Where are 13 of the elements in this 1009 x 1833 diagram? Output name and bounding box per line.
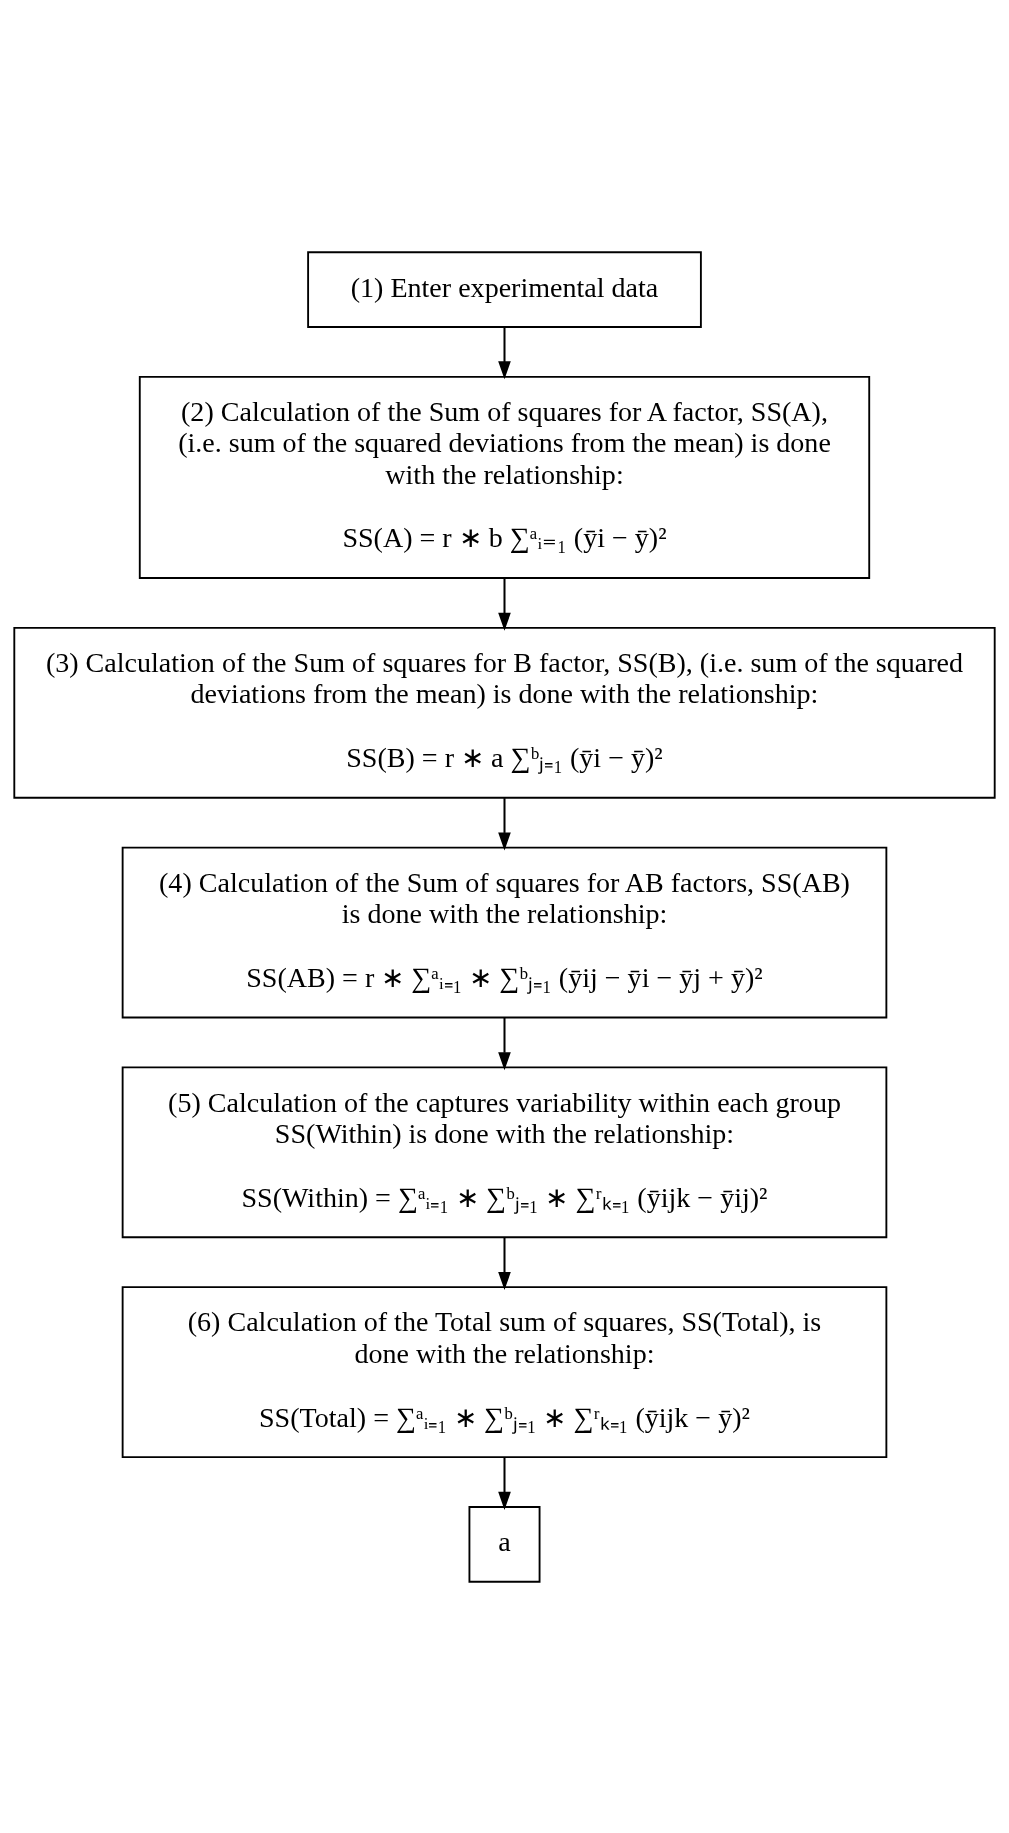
- arrow: [498, 577, 511, 631]
- node-box: (5) Calculation of the captures variability within each group SS(Within) is done with the relationship: SS(Within) = ∑ᵃᵢ₌₁ ∗ ∑ᵇⱼ₌₁ ∗ ∑ʳₖ₌₁ (ȳijk − ȳij)²: [121, 1065, 888, 1238]
- node-box: (1) Enter experimental data: [307, 250, 702, 328]
- node-box: (6) Calculation of the Total sum of squares, SS(Total), is done with the relationship: SS(Total) = ∑ᵃᵢ₌₁ ∗ ∑ᵇⱼ₌₁ ∗ ∑ʳₖ₌₁ (ȳijk − ȳ)²: [121, 1285, 888, 1458]
- node-box: (4) Calculation of the Sum of squares for AB factors, SS(AB) is done with the relationship: SS(AB) = r ∗ ∑ᵃᵢ₌₁ ∗ ∑ᵇⱼ₌₁ (ȳij − ȳi − ȳj + ȳ)²: [121, 846, 888, 1018]
- node-box: a: [468, 1505, 541, 1583]
- arrow: [498, 1456, 511, 1510]
- arrow: [498, 1237, 511, 1290]
- node-box: (3) Calculation of the Sum of squares for B factor, SS(B), (i.e. sum of the squared deviations from the mean) is done with the relationship: SS(B) = r ∗ a ∑ᵇⱼ₌₁ (ȳi − ȳ)²: [13, 626, 996, 799]
- node-box: (2) Calculation of the Sum of squares for A factor, SS(A), (i.e. sum of the squared deviations from the mean) is done with the relationship: SS(A) = r ∗ b ∑ᵃᵢ₌₁ (ȳi − ȳ)²: [138, 375, 871, 579]
- arrow: [498, 797, 511, 851]
- arrow: [498, 1017, 511, 1070]
- arrow: [498, 326, 511, 379]
